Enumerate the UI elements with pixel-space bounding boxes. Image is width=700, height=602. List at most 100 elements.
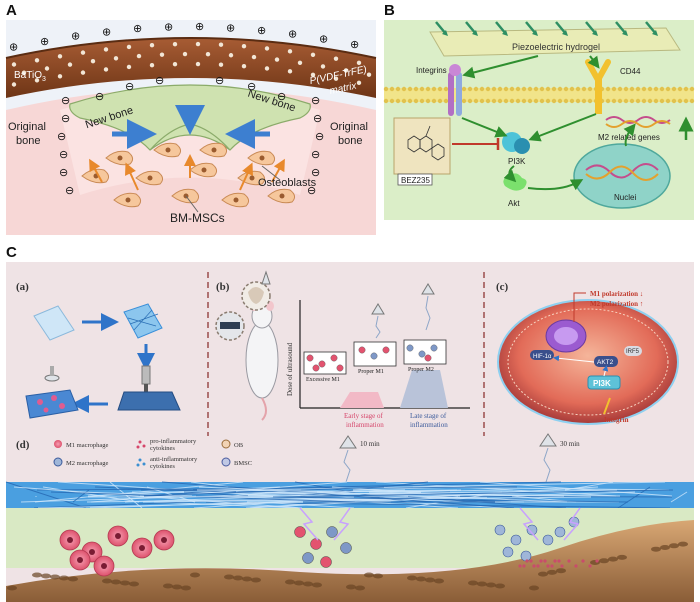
panel-a: ⊕⊕⊕⊕⊕⊕⊕⊕⊕⊕⊕⊕ ⊖⊖⊖⊖⊖⊖⊖⊖⊖⊖⊖⊖⊖⊖⊖⊖⊖⊖ BaTiO3 P… (5, 20, 377, 235)
lipid-head (389, 98, 395, 104)
ultrasound-arrowhead (562, 30, 568, 36)
msc-nucleus (201, 167, 207, 173)
batio3-label: BaTiO3 (14, 70, 46, 83)
lipid-head (389, 86, 395, 92)
macrophage-10min (302, 552, 314, 564)
batio3-particle (264, 66, 270, 71)
bone-pore (190, 572, 200, 578)
ultrasound-arrowhead (592, 30, 598, 36)
lipid-head (683, 86, 689, 92)
membrane-lipids (383, 86, 695, 104)
fabrication-step-mat (117, 391, 181, 411)
cytokine-dot (560, 564, 564, 568)
lipid-head (419, 86, 425, 92)
m1-nucleus (67, 537, 73, 543)
batio3-particle (172, 62, 178, 67)
lipid-head (431, 98, 437, 104)
ultrasound-probe-b2 (371, 303, 385, 339)
pi3k-to-akt2-arrow (602, 365, 609, 377)
lipid-head (569, 86, 575, 92)
legend-pro-label-line1: pro-inflammatory (150, 438, 197, 445)
dna-strand-2 (585, 165, 659, 181)
fiber-strand (143, 486, 385, 497)
time-10min-label: 10 min (360, 440, 380, 448)
lipid-head (467, 98, 473, 104)
negative-charge-icon: ⊖ (65, 185, 74, 197)
bm-mscs-cells (81, 142, 296, 208)
chart-box-cells (306, 344, 438, 372)
positive-charge-icon: ⊕ (350, 39, 359, 51)
batio3-particle (80, 50, 86, 55)
msc-nucleus (233, 197, 239, 203)
bone-pore (7, 585, 17, 591)
cytokine-dot (567, 559, 571, 563)
batio3-particle (287, 49, 293, 54)
m2-macrophage (502, 546, 514, 558)
lipid-head (587, 98, 593, 104)
bone-pore (678, 541, 688, 547)
batio3-particles (11, 41, 372, 87)
msc-nucleus (211, 147, 217, 153)
batio3-particle (251, 54, 257, 60)
lipid-head (569, 98, 575, 104)
chart-cell (370, 352, 378, 360)
arrow-hydrogel-integrins (462, 55, 539, 79)
lipid-head (401, 86, 407, 92)
bone-pore (233, 575, 243, 581)
ultrasound-arrowhead (652, 30, 658, 36)
m2-macrophage (520, 550, 532, 562)
legend: M1 macrophage M2 macrophage pro-inflamma… (53, 438, 252, 470)
negative-charge-icon: ⊖ (59, 167, 68, 179)
lipid-head (437, 86, 443, 92)
surface-charges-negative: ⊖⊖⊖⊖⊖⊖⊖⊖⊖⊖⊖⊖⊖⊖⊖⊖⊖⊖ (57, 75, 324, 197)
lipid-head (521, 98, 527, 104)
cytokine-dot (518, 564, 522, 568)
original-bone-right-line1: Original (330, 121, 368, 133)
pvdf-matrix-layer (6, 38, 376, 98)
bone-pore (608, 556, 618, 562)
positive-charge-icon: ⊕ (102, 26, 111, 38)
batio3-particle (57, 74, 63, 79)
nuclei-label: Nuclei (614, 193, 636, 202)
subpanel-d-label: (d) (16, 439, 30, 451)
matrix-top-edge (5, 37, 377, 59)
cytokine-dot (557, 559, 561, 563)
bez235-label: BEZ235 (401, 176, 430, 185)
fiber-strand (13, 486, 303, 509)
lipid-head (665, 98, 671, 104)
lipid-head (509, 98, 515, 104)
bone-pore (651, 546, 661, 552)
chart-cell (382, 346, 390, 354)
batio3-particle (228, 53, 234, 58)
bone-pore (312, 582, 322, 588)
cytokine-dot (525, 559, 529, 563)
macrophage-10min (320, 556, 332, 568)
irf5-label: IRF5 (626, 349, 640, 355)
differentiation-arrow-5 (271, 158, 285, 183)
negative-charge-icon: ⊖ (311, 95, 320, 107)
original-bone-right-line2: bone (338, 135, 362, 147)
macrophage-10min (326, 526, 338, 538)
batio3-particle (195, 41, 201, 47)
batio3-particle (287, 69, 293, 74)
lipid-head (647, 86, 653, 92)
cytokine-dot (536, 564, 540, 568)
bone-pore (50, 574, 60, 580)
batio3-particle (366, 72, 372, 77)
hif-badge (530, 350, 554, 360)
fiber-strand (198, 486, 568, 503)
legend-bmsc-label: BMSC (234, 460, 252, 467)
cd44-label: CD44 (620, 67, 641, 76)
lipid-head (413, 98, 419, 104)
ultrasound-probe-10min (339, 435, 357, 483)
legend-m2-label: M2 macrophage (66, 460, 109, 467)
macrophage-10min (294, 526, 306, 538)
m2-macrophage (542, 534, 554, 546)
bone-pore (495, 583, 505, 589)
bm-mscs-label: BM-MSCs (170, 211, 225, 225)
lipid-head (539, 98, 545, 104)
osteoblasts-label: Osteoblasts (258, 177, 317, 189)
lipid-head (479, 86, 485, 92)
ultrasound-arrows (435, 21, 658, 36)
legend-anti-icon (136, 458, 146, 467)
